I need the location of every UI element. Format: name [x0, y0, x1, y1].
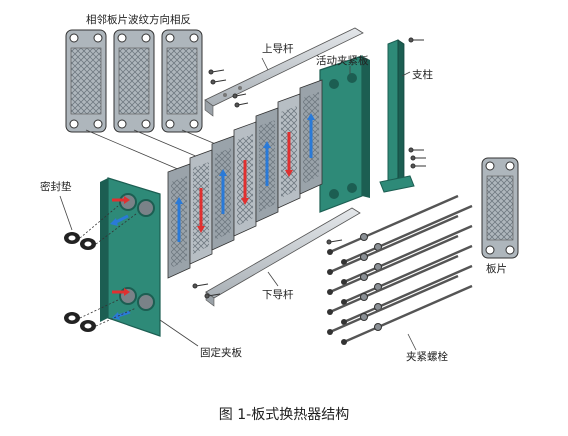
label-gasket: 密封垫	[40, 180, 72, 193]
pack-plate	[255, 107, 279, 223]
label-lower-rail: 下导杆	[262, 288, 294, 301]
tie-bolt	[327, 254, 459, 315]
pack-plate	[277, 93, 301, 209]
label-support-column: 支柱	[412, 68, 433, 81]
lower-guide-rail	[192, 207, 361, 307]
upper-guide-rail	[204, 27, 364, 117]
movable-pressure-plate	[319, 55, 370, 213]
pack-plate	[299, 79, 323, 195]
label-bolts: 夹紧螺栓	[406, 350, 448, 363]
tie-bolt	[341, 284, 473, 345]
rail-screws	[208, 69, 249, 108]
pack-plate	[189, 149, 213, 265]
loose-plate	[481, 157, 519, 259]
tie-bolt	[327, 234, 459, 295]
label-plates-note: 相邻板片波纹方向相反	[86, 13, 191, 26]
fixed-frame-plate	[100, 177, 161, 337]
tie-bolt	[341, 244, 473, 305]
label-plate: 板片	[486, 262, 507, 275]
tie-bolt	[341, 204, 473, 265]
label-movable-plate: 活动夹紧板	[316, 54, 369, 67]
figure-caption: 图 1-板式换热器结构	[218, 407, 350, 423]
tie-bolt	[341, 224, 473, 285]
label-fixed-plate: 固定夹板	[200, 346, 242, 359]
pack-plate	[211, 135, 235, 251]
tie-bolt	[327, 274, 459, 335]
reference-plate-2	[113, 29, 155, 133]
tie-bolt	[327, 194, 459, 255]
tie-bolt	[327, 214, 459, 275]
gaskets	[64, 205, 137, 332]
tie-bolts	[327, 194, 473, 345]
pack-plate	[233, 121, 257, 237]
reference-plates	[65, 29, 231, 171]
plate-pack	[167, 79, 323, 279]
support-column	[379, 37, 426, 193]
label-upper-rail: 上导杆	[262, 42, 294, 55]
reference-plate-1	[65, 29, 107, 133]
leader-lines	[59, 57, 417, 351]
pack-plate	[167, 163, 191, 279]
reference-plate-3	[161, 29, 203, 133]
